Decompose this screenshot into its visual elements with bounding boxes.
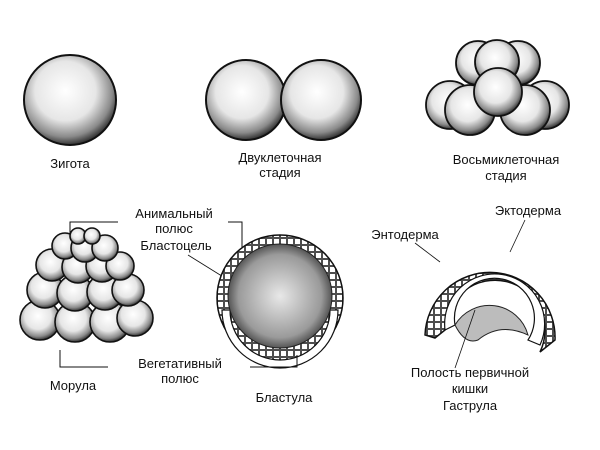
blastula-label: Бластула (256, 390, 314, 405)
vegetative-pole-label-line1: Вегетативный (138, 356, 222, 371)
vegetative-pole-bracket (59, 350, 298, 368)
gut-cavity-label-line1: Полость первичной (411, 365, 529, 380)
two-cell-illustration (205, 59, 362, 141)
blastocoel-label: Бластоцель (140, 238, 211, 253)
gut-cavity-pointer (454, 309, 476, 369)
ectoderm-pointer (509, 219, 526, 253)
morula-label: Морула (50, 378, 97, 393)
animal-pole-label-line1: Анимальный (135, 206, 212, 221)
zygote-label: Зигота (50, 156, 90, 171)
blastocoel-pointer (187, 254, 226, 279)
endoderm-label: Энтодерма (371, 227, 439, 242)
vegetative-pole-label-line2: полюс (161, 371, 199, 386)
animal-pole-label-line2: полюс (155, 221, 193, 236)
morula-illustration (19, 227, 154, 343)
eight-cell-label-line1: Восьмиклеточная (453, 152, 560, 167)
gut-cavity-label-line2: кишки (452, 381, 488, 396)
gastrula-label: Гаструла (443, 398, 498, 413)
two-cell-label-line1: Двуклеточная (238, 150, 321, 165)
zygote-illustration (23, 54, 117, 146)
eight-cell-illustration (425, 39, 570, 136)
eight-cell-label-line2: стадия (485, 168, 526, 183)
two-cell-label-line2: стадия (259, 165, 300, 180)
gastrula-illustration (424, 271, 556, 353)
ectoderm-label: Эктодерма (495, 203, 562, 218)
blastula-illustration (216, 234, 344, 369)
endoderm-pointer (414, 242, 441, 263)
